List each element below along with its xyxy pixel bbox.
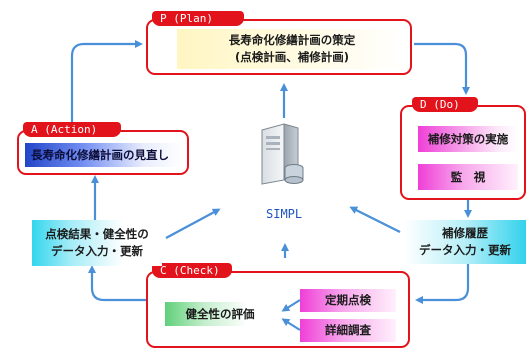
arrow-check-to-data [88,265,148,302]
arrow-plan-to-do [414,42,470,95]
right-data-line1: 補修履歴 [442,226,488,240]
arrow-action-to-plan [70,40,143,124]
plan-line1: 長寿命化修繕計画の策定 [228,33,356,47]
action-content: 長寿命化修繕計画の見直し [25,143,183,167]
do-item-repair: 補修対策の実施 [418,126,518,152]
right-data-box: 補修履歴 データ入力・更新 [404,220,526,264]
simpl-label: SIMPL [266,207,303,221]
arrow-data-to-check [415,264,470,304]
plan-content: 長寿命化修繕計画の策定 (点検計画、補修計画) [177,29,407,69]
arrow-rightdata-to-server [349,206,401,233]
server-icon [261,123,304,185]
check-evaluation: 健全性の評価 [165,302,275,326]
plan-line2: (点検計画、補修計画) [234,50,349,64]
right-data-line2: データ入力・更新 [419,243,511,257]
action-tag: A (Action) [23,122,121,137]
left-data-line2: データ入力・更新 [51,244,143,258]
do-tag: D (Do) [412,97,478,112]
left-data-box: 点検結果・健全性の データ入力・更新 [32,220,162,266]
check-tag: C (Check) [152,263,232,278]
arrow-leftdata-to-server [165,208,221,239]
left-data-line1: 点検結果・健全性の [45,227,149,241]
do-item-monitor: 監 視 [418,164,518,190]
check-item-detailed: 詳細調査 [300,319,396,342]
check-item-periodic: 定期点検 [300,289,396,312]
plan-tag: P (Plan) [152,11,244,26]
